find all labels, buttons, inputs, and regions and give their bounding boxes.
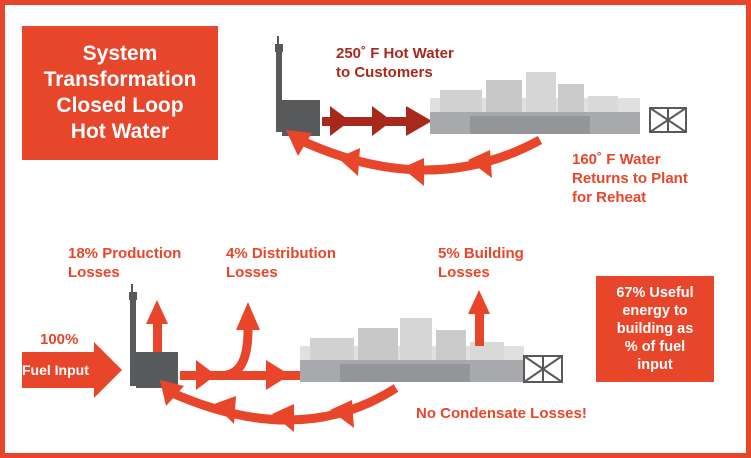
bottom-bridge-icon: [523, 355, 563, 383]
title-line: Transformation: [43, 68, 197, 91]
return-label: 160˚ F Water Returns to Plant for Reheat: [572, 150, 688, 207]
building-loss-arrow: [468, 290, 490, 346]
distribution-flow-arrows: [180, 360, 300, 390]
building-loss-label: 5% Building Losses: [438, 244, 524, 282]
supply-label: 250˚ F Hot Water to Customers: [336, 44, 454, 82]
useful-energy-box: 67% Useful energy to building as % of fu…: [596, 276, 714, 382]
return-label-line: for Reheat: [572, 189, 647, 206]
distribution-loss-line: 4% Distribution: [226, 245, 337, 262]
bottom-return-arrows: [160, 380, 399, 432]
diagram-title-box: System Transformation Closed Loop Hot Wa…: [22, 26, 218, 160]
useful-energy-line: input: [637, 357, 673, 373]
useful-energy-line: 67% Useful: [616, 285, 694, 301]
fuel-percent-label: 100%: [40, 331, 79, 348]
title-line: Hot Water: [70, 120, 170, 143]
bottom-power-plant-icon: [129, 284, 178, 388]
distribution-loss-line: Losses: [226, 264, 278, 281]
top-bridge-icon: [649, 107, 687, 133]
top-supply-arrow: [322, 106, 432, 136]
top-city-skyline-icon: [430, 72, 687, 134]
useful-energy-line: % of fuel: [624, 339, 686, 355]
production-loss-line: Losses: [68, 264, 120, 281]
distribution-loss-label: 4% Distribution Losses: [226, 244, 336, 282]
production-loss-line: 18% Production: [68, 245, 182, 262]
fuel-input-label: Fuel Input: [22, 362, 89, 378]
top-return-arrows: [286, 130, 543, 186]
production-loss-arrow: [146, 300, 168, 352]
fuel-input-arrow: [22, 342, 122, 398]
building-loss-line: 5% Building: [438, 245, 524, 262]
useful-energy-line: energy to: [622, 303, 688, 319]
return-label-line: 160˚ F Water: [572, 151, 661, 168]
return-label-line: Returns to Plant: [572, 170, 688, 187]
production-loss-label: 18% Production Losses: [68, 244, 181, 282]
useful-energy-line: building as: [616, 321, 694, 337]
title-line: System: [82, 42, 158, 65]
bottom-city-skyline-icon: [300, 318, 563, 383]
supply-label-line: to Customers: [336, 64, 433, 81]
building-loss-line: Losses: [438, 264, 490, 281]
title-line: Closed Loop: [56, 94, 184, 117]
supply-label-line: 250˚ F Hot Water: [336, 45, 454, 62]
top-power-plant-icon: [275, 36, 320, 136]
condensate-note: No Condensate Losses!: [416, 405, 587, 422]
distribution-loss-arrow: [224, 302, 260, 380]
